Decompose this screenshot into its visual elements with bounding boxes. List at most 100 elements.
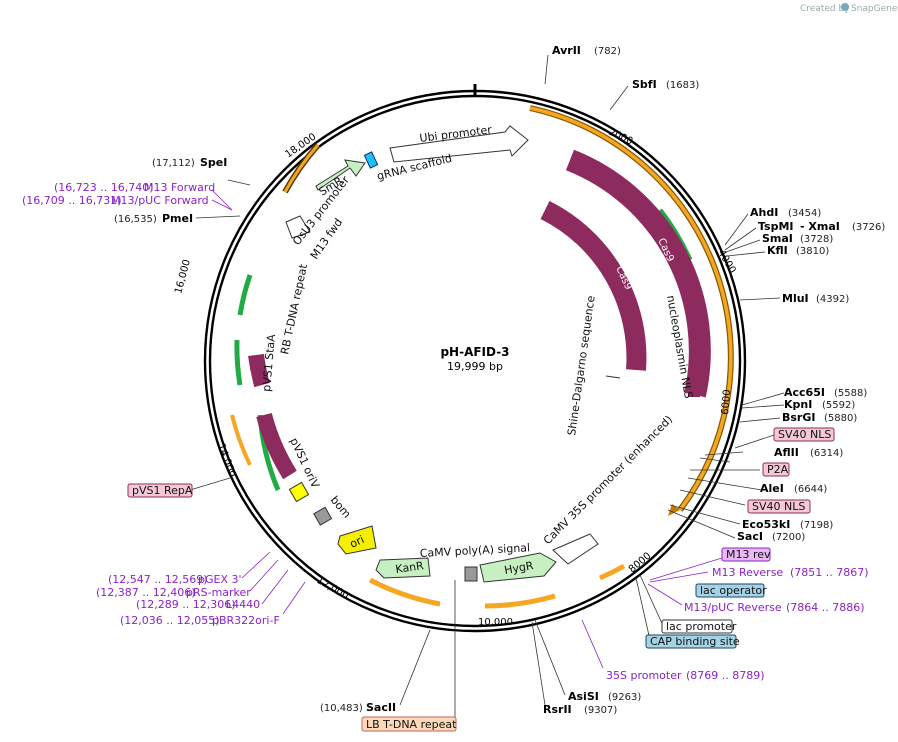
enzyme-kfli: KflI bbox=[767, 244, 788, 257]
enzyme-asisi: AsiSI bbox=[568, 690, 599, 703]
enzyme-acc65i: Acc65I bbox=[784, 386, 825, 399]
label-kanr: KanR bbox=[395, 559, 425, 576]
label-sv40nls-1: SV40 NLS bbox=[778, 428, 831, 441]
label-hygr: HygR bbox=[503, 559, 535, 577]
enzyme-spei: SpeI bbox=[200, 156, 227, 169]
enzyme-alei-pos: (6644) bbox=[794, 484, 827, 495]
label-oriv: pVS1 oriV bbox=[287, 436, 322, 491]
box-lbtdna bbox=[361, 716, 457, 732]
camv35s-arrow bbox=[552, 533, 599, 565]
enzyme-acc65i-pos: (5588) bbox=[834, 388, 867, 399]
arc-orange-left bbox=[230, 414, 252, 466]
enzyme-bsrgi: BsrGI bbox=[782, 411, 815, 424]
kanr-arrow bbox=[375, 557, 431, 579]
label-sv40nls-2: SV40 NLS bbox=[752, 500, 805, 513]
arc-orange-bl bbox=[368, 577, 441, 607]
cas9-arrow-inner bbox=[540, 201, 647, 371]
orange-arc-arrowhead bbox=[668, 504, 680, 516]
label-bom: bom bbox=[328, 494, 354, 521]
enzyme-kpni-pos: (5592) bbox=[822, 400, 855, 411]
box-pvs1repa bbox=[127, 483, 193, 498]
enzyme-kfli-pos: (3810) bbox=[796, 246, 829, 257]
enzyme-tspmi-pos: (3726) bbox=[852, 222, 885, 233]
label-lbtdna: LB T-DNA repeat bbox=[366, 718, 457, 731]
bom-box bbox=[313, 506, 333, 526]
enzyme-sbfi: SbfI bbox=[632, 78, 657, 91]
primer-prs: pRS-marker bbox=[186, 586, 251, 599]
enzyme-smai-pos: (3728) bbox=[800, 234, 833, 245]
credit-app: SnapGene bbox=[851, 4, 898, 14]
box-lacop bbox=[695, 583, 765, 598]
enzyme-smai: SmaI bbox=[762, 232, 793, 245]
tick-16000: 16,000 bbox=[173, 258, 193, 295]
box-p2a bbox=[762, 462, 790, 477]
enzyme-pmei-pos: (16,535) bbox=[114, 214, 157, 225]
enzyme-saci: SacI bbox=[737, 530, 763, 543]
label-shine: Shine-Dalgarno sequence bbox=[565, 295, 598, 437]
nls-box bbox=[688, 393, 700, 397]
enzyme-bsrgi-pos: (5880) bbox=[824, 413, 857, 424]
backbone-inner bbox=[208, 94, 742, 628]
label-cap: CAP binding site bbox=[650, 635, 740, 648]
arc-orange-br2 bbox=[484, 593, 556, 609]
primer-m13-reverse-pos: (7851 .. 7867) bbox=[790, 566, 869, 579]
smr-arrow bbox=[315, 159, 366, 191]
label-rb: RB T-DNA repeat bbox=[278, 262, 310, 355]
tick-12000: 12,000 bbox=[315, 575, 351, 602]
enzyme-ahdi: AhdI bbox=[750, 206, 778, 219]
primer-m13fwd-pos: (16,723 .. 16,740) bbox=[54, 181, 154, 194]
enzyme-avrii-pos: (782) bbox=[594, 46, 621, 57]
primer-pbr322-pos: (12,036 .. 12,055) bbox=[120, 614, 220, 627]
osu3-arrow bbox=[285, 215, 311, 239]
enzyme-aflii-pos: (6314) bbox=[810, 448, 843, 459]
label-lacprom: lac promoter bbox=[666, 620, 737, 633]
label-pvs1repa: pVS1 RepA bbox=[132, 484, 193, 497]
enzyme-sbfi-pos: (1683) bbox=[666, 80, 699, 91]
tick-6000: 6000 bbox=[720, 389, 733, 415]
primer-m13puc-rev: M13/pUC Reverse bbox=[684, 601, 782, 614]
primer-pgex3-pos: (12,547 .. 12,569) bbox=[108, 573, 208, 586]
enzyme-tspmi: TspMI bbox=[758, 220, 794, 233]
tick-10000: 10,000 bbox=[478, 617, 513, 628]
orange-arc-feature bbox=[529, 106, 733, 512]
enzyme-mlui-pos: (4392) bbox=[816, 294, 849, 305]
arc-green-left1 bbox=[237, 274, 253, 316]
hygr-arrow bbox=[479, 552, 557, 583]
label-m13rev: M13 rev bbox=[726, 548, 771, 561]
box-m13rev bbox=[721, 547, 771, 562]
label-p2a: P2A bbox=[767, 463, 789, 476]
enzyme-sacii-pos: (10,483) bbox=[320, 703, 363, 714]
label-lacop: lac operator bbox=[700, 584, 767, 597]
plasmid-name: pH-AFID-3 bbox=[440, 345, 509, 359]
primer-m13puc-rev-pos: (7864 .. 7886) bbox=[786, 601, 865, 614]
ubi-promoter-arrow bbox=[389, 125, 529, 163]
enzyme-spei-pos: (17,112) bbox=[152, 158, 195, 169]
leader-lines bbox=[189, 54, 785, 718]
enzyme-saci-pos: (7200) bbox=[772, 532, 805, 543]
primer-m13puc-fwd-pos: (16,709 .. 16,731) bbox=[22, 194, 122, 207]
enzyme-mlui: MluI bbox=[782, 292, 809, 305]
primer-lines bbox=[211, 189, 723, 669]
box-sv40nls-1 bbox=[773, 427, 835, 442]
primer-m13-reverse: M13 Reverse bbox=[712, 566, 783, 579]
box-cap bbox=[645, 634, 737, 649]
enzyme-rsrii: RsrII bbox=[543, 703, 572, 716]
arc-green-left2 bbox=[234, 339, 243, 386]
plasmid-size: 19,999 bp bbox=[447, 360, 503, 373]
enzyme-kpni: KpnI bbox=[784, 398, 812, 411]
stab-arrow bbox=[248, 353, 270, 388]
primer-pbr322: pBR322ori-F bbox=[212, 614, 280, 627]
enzyme-pmei: PmeI bbox=[162, 212, 193, 225]
enzyme-ahdi-pos: (3454) bbox=[788, 208, 821, 219]
enzyme-asisi-pos: (9263) bbox=[608, 692, 641, 703]
enzyme-eco53ki-pos: (7198) bbox=[800, 520, 833, 531]
primer-m13puc-fwd: M13/pUC Forward bbox=[111, 194, 209, 207]
credit-text: Created by bbox=[800, 4, 850, 14]
label-polya: CaMV poly(A) signal bbox=[419, 541, 530, 560]
enzyme-rsrii-pos: (9307) bbox=[584, 705, 617, 716]
cas9-arrow-outer bbox=[565, 149, 711, 398]
primer-35s-pos: (8769 .. 8789) bbox=[686, 669, 765, 682]
enzyme-xmai: - XmaI bbox=[800, 220, 840, 233]
primer-m13fwd: M13 Forward bbox=[144, 181, 215, 194]
